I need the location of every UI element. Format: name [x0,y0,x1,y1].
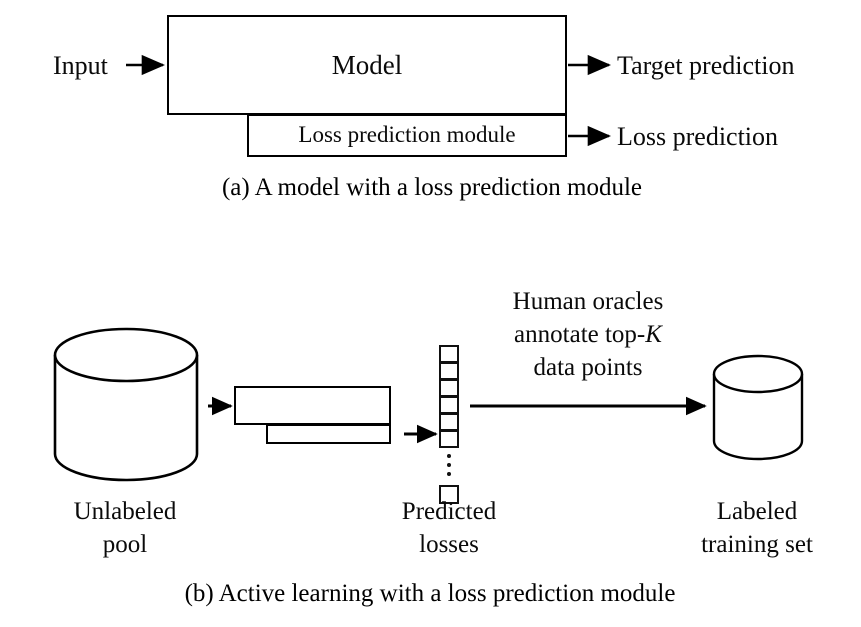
unlabeled-pool-label-line2: pool [102,531,148,558]
loss-cell-tail [439,485,459,504]
labeled-training-set-cylinder [712,354,804,462]
loss-cell [439,430,459,448]
oracle-annotation-line3: data points [533,354,643,381]
model-box-label: Model [331,50,403,80]
predicted-losses-label-line2: losses [419,531,479,558]
loss-cell [439,345,459,363]
ellipsis-dot [447,463,451,467]
oracle-annotation-topk-symbol: K [645,321,662,348]
oracle-annotation-line2: annotate top-K [514,320,662,350]
ellipsis-dot [447,454,451,458]
loss-prediction-module-box [247,114,567,157]
oracle-annotation-line1: Human oracles [512,288,664,315]
caption-panel-b: (b) Active learning with a loss predicti… [184,580,676,607]
target-prediction-label: Target prediction [617,51,795,80]
input-label: Input [53,51,108,80]
labeled-training-set-label-line2: training set [701,531,813,558]
model-box [167,15,567,115]
predicted-losses-label-line1: Predicted [401,498,497,525]
oracle-annotation-line2-prefix: annotate top- [514,321,646,348]
unlabeled-pool-label-line1: Unlabeled [73,498,177,525]
loss-cell [439,396,459,414]
predicted-losses-stack [439,345,459,504]
loss-cell [439,362,459,380]
unlabeled-pool-cylinder [53,327,199,482]
loss-cell [439,379,459,397]
loss-prediction-label: Loss prediction [617,122,779,151]
ellipsis-dot [447,472,451,476]
loss-prediction-module-box-small [266,424,391,444]
model-box-small [234,386,391,425]
labeled-training-set-label-line1: Labeled [716,498,798,525]
caption-panel-a: (a) A model with a loss prediction modul… [221,174,643,201]
loss-cell [439,413,459,431]
loss-prediction-module-label: Loss prediction module [298,122,516,147]
